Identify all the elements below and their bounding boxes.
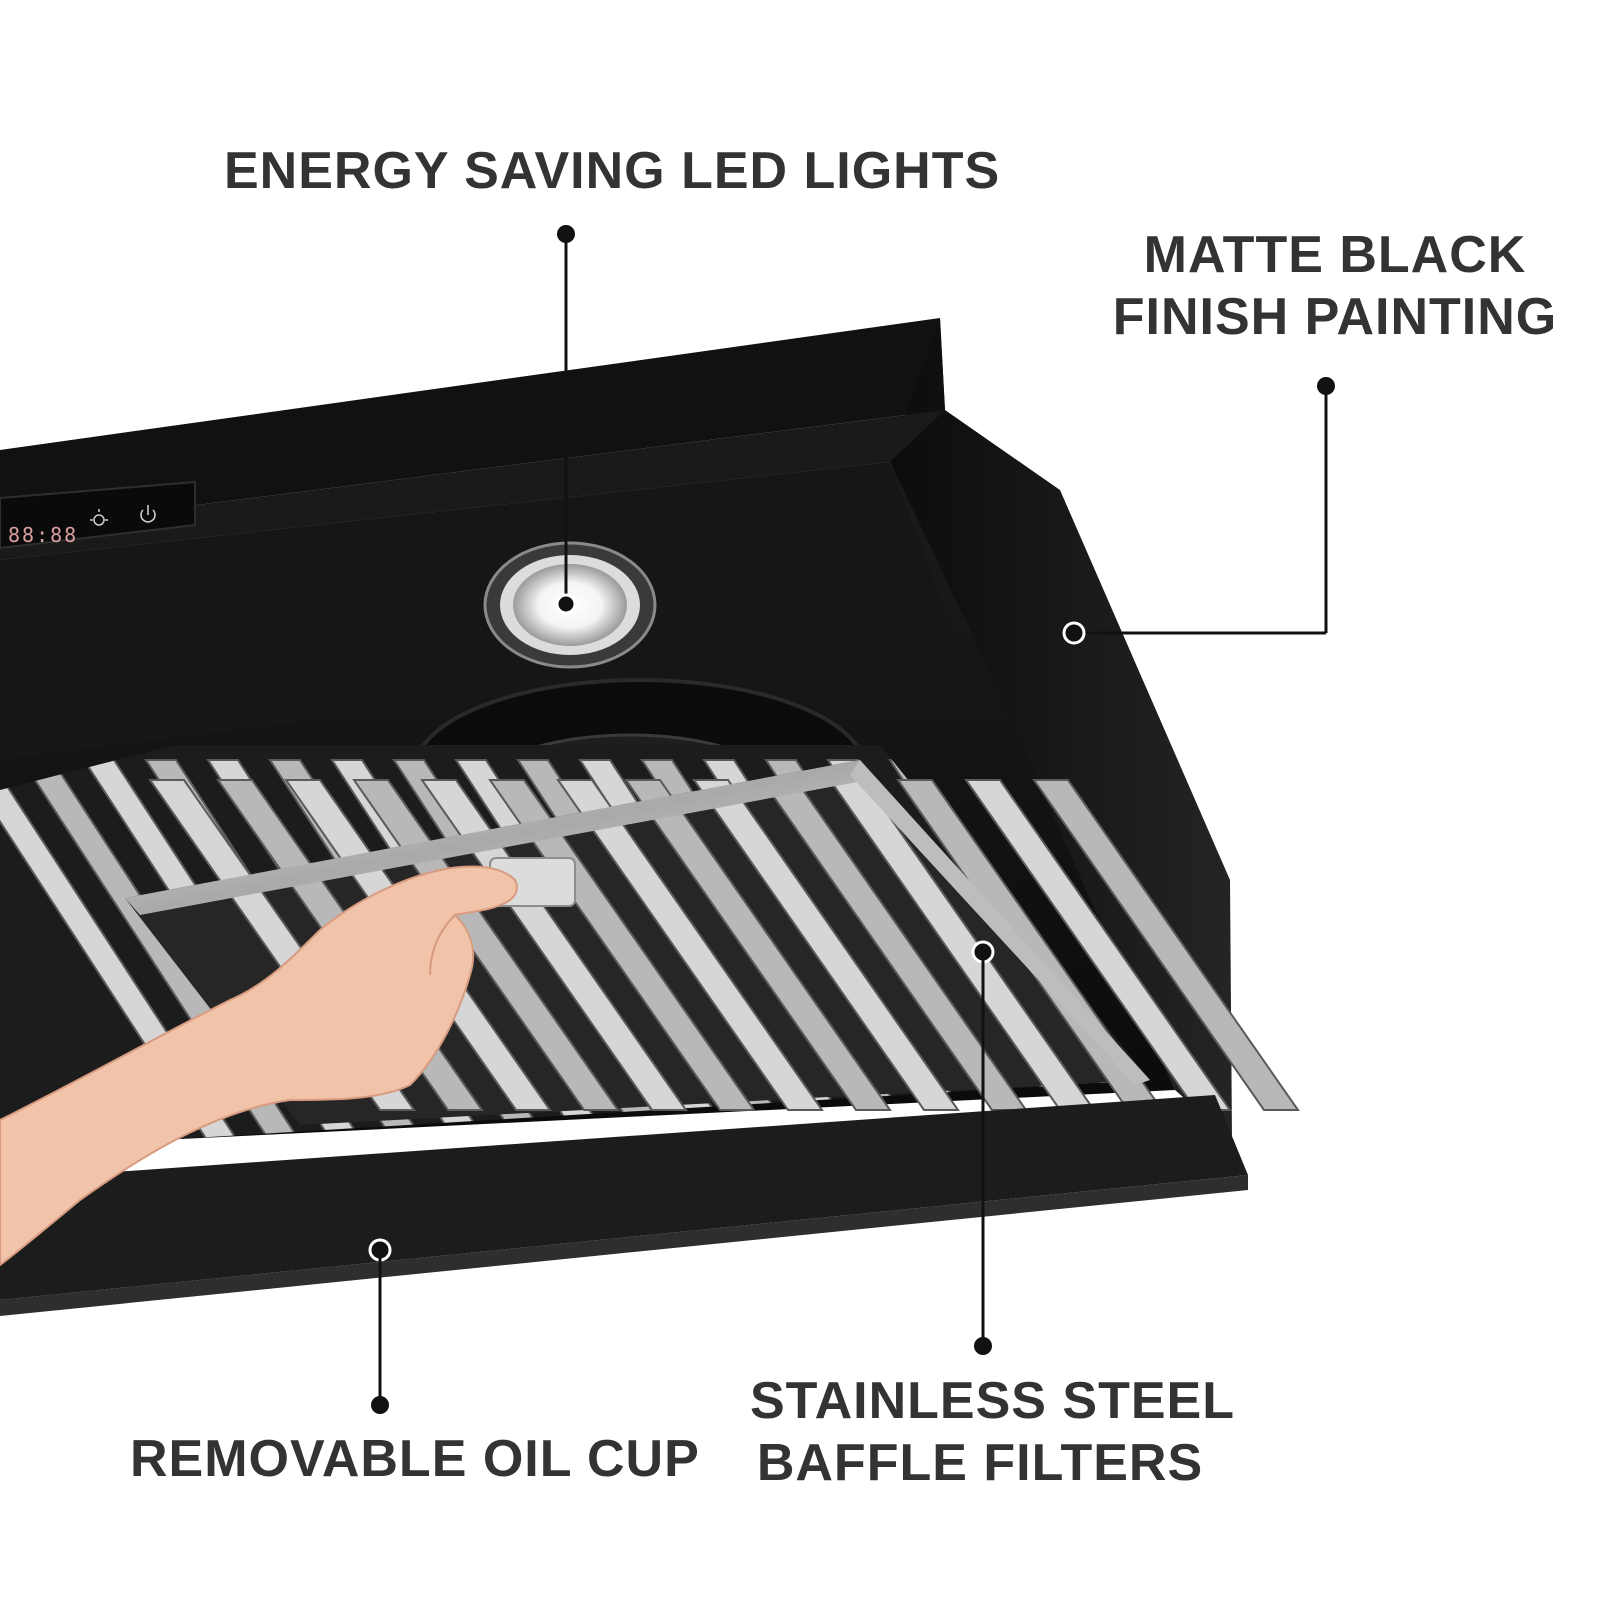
hood-front-face	[0, 410, 945, 560]
oil-cup-rim	[0, 1095, 1248, 1300]
label-finish-line1: MATTE BLACK	[1143, 226, 1527, 284]
light-panel	[0, 462, 955, 760]
callout-oil-cup	[368, 1238, 392, 1414]
power-icon[interactable]	[140, 505, 156, 523]
back-filter-slat	[1262, 760, 1552, 1160]
label-oil-cup-text: REMOVABLE OIL CUP	[130, 1430, 700, 1488]
label-baffle-filters: STAINLESS STEEL BAFFLE FILTERS	[750, 1370, 1235, 1494]
back-filter-slat	[1200, 760, 1490, 1160]
light-bulb-icon[interactable]	[90, 509, 108, 526]
front-filter-slat	[420, 779, 688, 1111]
callout-filters	[971, 940, 995, 1355]
label-led-text: ENERGY SAVING LED LIGHTS	[224, 142, 1001, 200]
front-filter-slat	[692, 779, 960, 1111]
display-readout: 88:88	[8, 523, 78, 547]
control-panel: 88:88	[0, 480, 196, 550]
label-oil-cup: REMOVABLE OIL CUP	[130, 1428, 700, 1490]
label-filters-line1: STAINLESS STEEL	[750, 1372, 1235, 1430]
front-filter-slat	[556, 779, 824, 1111]
oil-cup-lip	[0, 1175, 1248, 1316]
callout-finish	[1062, 377, 1335, 645]
front-filter-slat	[964, 779, 1232, 1111]
label-led-lights: ENERGY SAVING LED LIGHTS	[224, 140, 1001, 202]
hood-top-shell	[0, 318, 945, 530]
callout-led	[555, 225, 577, 615]
label-filters-line2: BAFFLE FILTERS	[756, 1434, 1204, 1492]
hand	[0, 865, 518, 1267]
label-finish-line2: FINISH PAINTING	[1112, 288, 1558, 346]
front-filter-slat	[624, 779, 892, 1111]
front-filter-slat	[1032, 779, 1300, 1111]
label-matte-black: MATTE BLACK FINISH PAINTING	[1100, 224, 1570, 348]
